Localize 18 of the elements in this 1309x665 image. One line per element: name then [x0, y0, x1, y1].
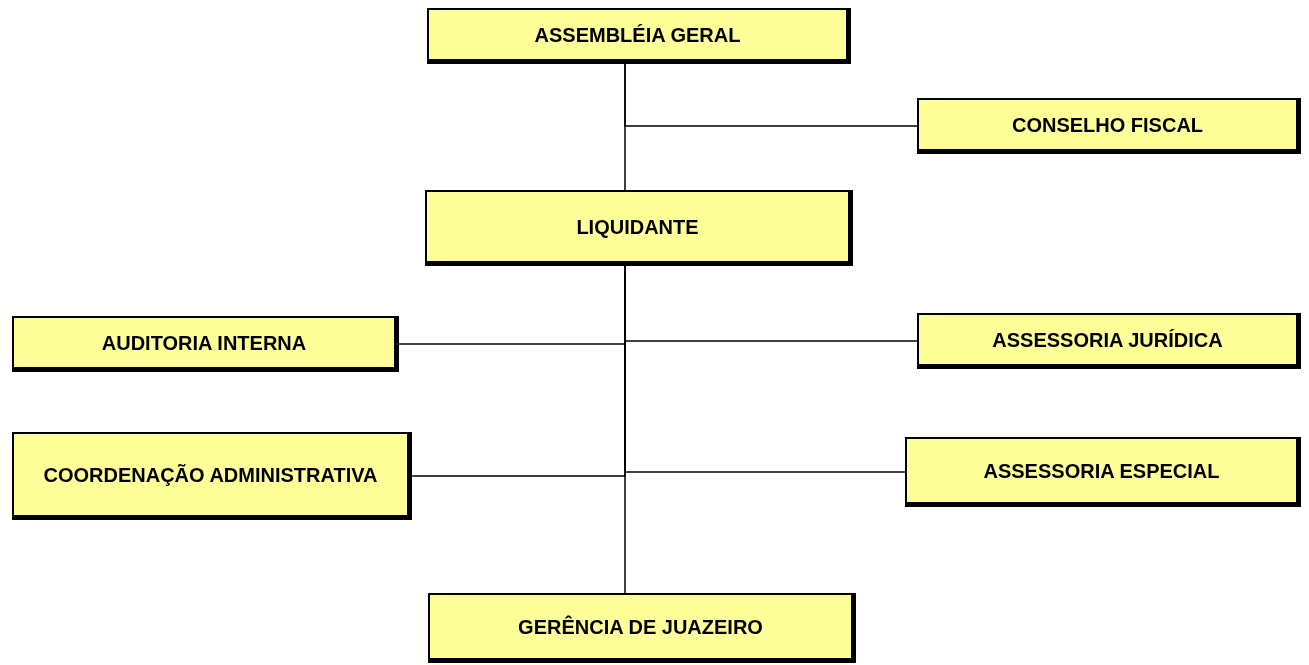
- org-unit-box: [428, 593, 856, 663]
- org-unit-box: [427, 8, 851, 64]
- org-unit-box: [12, 432, 412, 520]
- org-unit-box: [917, 98, 1301, 154]
- org-unit-box: [917, 313, 1301, 369]
- unit-name: CONSELHO FISCAL: [1011, 112, 1204, 137]
- unit-name: LIQUIDANTE: [576, 214, 699, 239]
- org-unit-box: [425, 190, 853, 266]
- org-unit-box: [905, 437, 1301, 507]
- org-unit-box: [12, 316, 399, 372]
- unit-name: ASSESSORIA JURÍDICA: [992, 327, 1223, 352]
- unit-name: AUDITORIA INTERNA: [101, 330, 307, 355]
- unit-name: GERÊNCIA DE JUAZEIRO: [518, 614, 763, 639]
- connector-line: [624, 265, 626, 594]
- unit-name: ASSESSORIA ESPECIAL: [983, 458, 1220, 483]
- unit-name: ASSEMBLÉIA GERAL: [534, 22, 741, 47]
- unit-name: COORDENAÇÃO ADMINISTRATIVA: [43, 462, 378, 487]
- connector-line: [624, 63, 918, 127]
